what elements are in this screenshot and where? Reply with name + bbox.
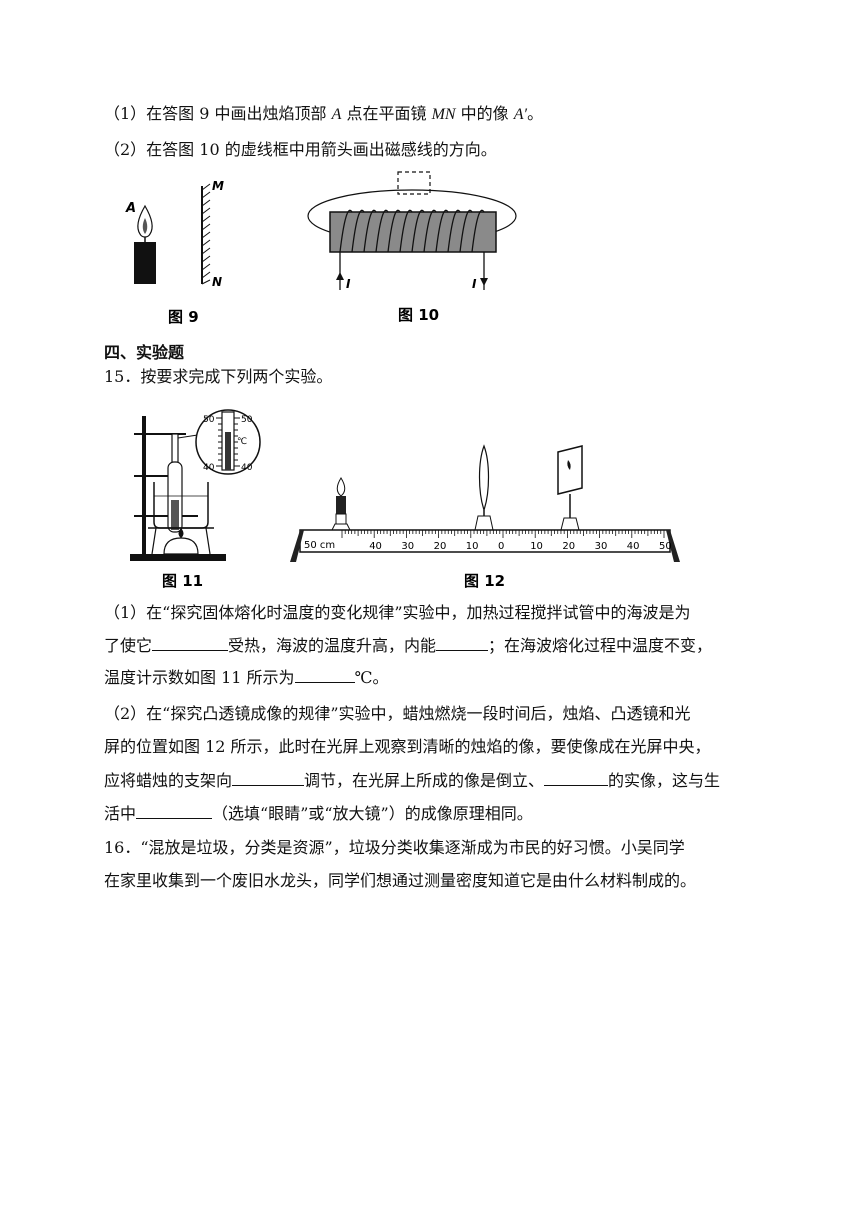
q15-p1-text: 受热，海波的温度升高，内能 <box>228 636 437 655</box>
stand-base <box>130 554 226 561</box>
fig11-tick-left-top: 50 <box>203 415 215 425</box>
q15-p2-line4: 活中 （选填“眼睛”或“放大镜”）的成像原理相同。 <box>104 804 533 824</box>
figure-12: 40 30 20 10 0 10 20 30 40 50 50 cm 图 12 <box>290 444 680 590</box>
q15-p2-text: 的实像，这与生 <box>608 771 721 790</box>
ruler-tick-label: 10 <box>466 541 479 552</box>
fig10-caption: 图 10 <box>398 306 439 324</box>
q15-p1-line3: 温度计示数如图 11 所示为 ℃。 <box>104 668 388 688</box>
answer-blank[interactable] <box>152 636 229 651</box>
q16-line1: 16．“混放是垃圾，分类是资源”，垃圾分类收集逐渐成为市民的好习惯。小吴同学 <box>104 838 685 857</box>
ruler-tick-label: 30 <box>595 541 608 552</box>
q15-p2-line3: 应将蜡烛的支架向 调节，在光屏上所成的像是倒立、 的实像，这与生 <box>104 771 720 791</box>
fig11-tick-right-top: 50 <box>241 415 253 425</box>
ruler-tick-label: 20 <box>434 541 447 552</box>
fig12-candle <box>336 496 346 514</box>
coil-windings <box>339 209 485 253</box>
q15-p1-text: 温度计示数如图 11 所示为 <box>104 668 295 687</box>
fig9-label-n: N <box>212 275 222 289</box>
q14-p1-text-c: 中的像 <box>455 104 514 123</box>
answer-blank[interactable] <box>136 804 213 819</box>
q14-p1-text-b: 点在平面镜 <box>341 104 432 123</box>
alcohol-lamp <box>163 537 199 555</box>
q15-p1-text: 了使它 <box>104 636 153 655</box>
q15-p1-text: ；在海波熔化过程中温度不变， <box>488 636 713 655</box>
optical-bench-rail <box>299 529 671 553</box>
q14-part2: （2）在答图 10 的虚线框中用箭头画出磁感线的方向。 <box>104 140 497 159</box>
current-label-right: I <box>472 277 477 291</box>
ruler-tick-label: 40 <box>627 541 640 552</box>
figure-10: I I 图 10 <box>307 171 517 324</box>
q15-p1-line2: 了使它 受热，海波的温度升高，内能 ；在海波熔化过程中温度不变， <box>104 636 712 656</box>
figure-11: 50 40 50 40 ℃ 图 11 <box>130 409 261 590</box>
answer-blank[interactable] <box>232 771 305 786</box>
fig9-label-a: A <box>125 201 136 216</box>
answer-blank[interactable] <box>436 636 489 651</box>
fig12-caption: 图 12 <box>464 572 505 590</box>
q15-p2-line2: 屏的位置如图 12 所示，此时在光屏上观察到清晰的烛焰的像，要使像成在光屏中央， <box>104 737 711 756</box>
q14-p1-text-a: （1）在答图 9 中画出烛焰顶部 <box>104 104 332 123</box>
dashed-box <box>397 171 431 195</box>
q15-p1-text: ℃。 <box>354 668 389 687</box>
q15-p2-text: 活中 <box>104 804 137 823</box>
current-label-left: I <box>346 277 351 291</box>
q16-line2: 在家里收集到一个废旧水龙头，同学们想通过测量密度知道它是由什么材料制成的。 <box>104 871 697 890</box>
convex-lens <box>478 444 490 512</box>
q14-part1: （1）在答图 9 中画出烛焰顶部 A 点在平面镜 MN 中的像 A′。 <box>104 104 543 125</box>
candle-body <box>134 242 156 284</box>
fig11-unit: ℃ <box>237 437 247 447</box>
ruler-tick-label: 0 <box>498 541 504 552</box>
fig12-flame <box>336 477 346 497</box>
point-a-label: A <box>331 106 342 123</box>
image-a-prime-label: A′ <box>513 106 528 123</box>
fig11-tick-left-bottom: 40 <box>203 463 215 473</box>
figure-9: A M N 图 9 <box>125 179 224 326</box>
ruler-tick-label: 20 <box>562 541 575 552</box>
fig9-caption: 图 9 <box>168 308 199 326</box>
q15-p2-line1: （2）在“探究凸透镜成像的规律”实验中，蜡烛燃烧一段时间后，烛焰、凸透镜和光 <box>104 704 691 723</box>
section-heading: 四、实验题 <box>104 343 185 362</box>
q15-p2-text: 应将蜡烛的支架向 <box>104 771 233 790</box>
q15-stem: 15．按要求完成下列两个实验。 <box>104 367 333 386</box>
ruler-tick-label: 30 <box>401 541 414 552</box>
answer-blank[interactable] <box>294 668 355 683</box>
q15-p1-line1: （1）在“探究固体熔化时温度的变化规律”实验中，加热过程搅拌试管中的海波是为 <box>104 603 691 622</box>
ruler-tick-label: 50 <box>659 541 672 552</box>
fig11-caption: 图 11 <box>162 572 203 590</box>
fig9-label-m: M <box>212 179 224 193</box>
stand-rod <box>142 416 146 556</box>
q15-p2-text: 调节，在光屏上所成的像是倒立、 <box>304 771 545 790</box>
ruler-tick-label: 10 <box>530 541 543 552</box>
mirror-mn-label: MN <box>431 106 456 123</box>
q15-p2-text: （选填“眼睛”或“放大镜”）的成像原理相同。 <box>212 804 533 823</box>
fig11-tick-right-bottom: 40 <box>241 463 253 473</box>
answer-blank[interactable] <box>544 771 609 786</box>
ruler-tick-label: 40 <box>369 541 382 552</box>
fig12-unit-label: 50 cm <box>304 540 335 551</box>
q14-p1-text-d: 。 <box>527 104 544 123</box>
